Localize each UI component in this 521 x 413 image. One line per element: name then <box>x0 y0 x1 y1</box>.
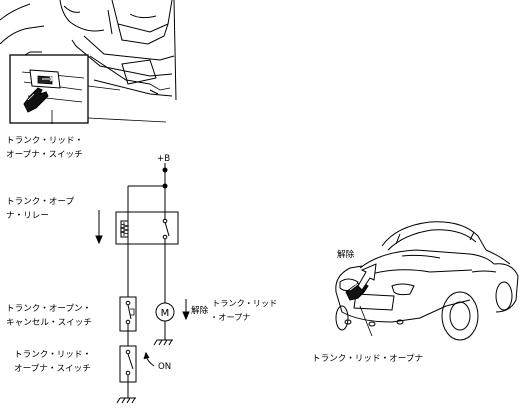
switch-on-arrow-icon <box>143 351 155 367</box>
car-illustration <box>335 221 519 341</box>
cancel-switch-label-line1: トランク・オープン・ <box>6 303 91 314</box>
cancel-switch-label-line2: キャンセル・スイッチ <box>6 317 92 328</box>
switch-callout-line2: オープナ・スイッチ <box>6 149 83 160</box>
dashboard-illustration <box>0 0 177 101</box>
switch-inset <box>9 54 171 124</box>
car-callout-leader <box>359 305 373 337</box>
cancel-switch-mechanism-icon <box>130 308 135 316</box>
switch-callout-line1: トランク・リッド・ <box>6 135 83 146</box>
car-release-label: 解除 <box>337 248 355 260</box>
opener-label-line2: ・オープナ <box>210 312 250 322</box>
hand-press-icon <box>23 87 49 113</box>
car-callout-label: トランク・リッド・オープナ <box>312 353 423 364</box>
relay-label-line2: ナ・リレー <box>6 210 49 221</box>
arrow-down-icon <box>95 210 103 245</box>
opener-label-line1: トランク・リッド <box>212 298 277 308</box>
lid-switch-label-line1: トランク・リッド・ <box>14 349 91 360</box>
release-label: 解除 <box>191 304 209 316</box>
relay-coil-icon <box>119 220 130 238</box>
ground-icon <box>116 397 136 404</box>
lid-switch-label-line2: オープナ・スイッチ <box>14 363 91 374</box>
motor-icon: M <box>161 308 170 319</box>
ground-icon <box>153 339 173 346</box>
relay-label-line1: トランク・オープ <box>6 196 74 207</box>
supply-label: +B <box>157 154 170 164</box>
arrow-down-icon <box>182 299 190 321</box>
arrow-up-icon <box>357 263 377 291</box>
switch-on-label: ON <box>158 362 171 372</box>
